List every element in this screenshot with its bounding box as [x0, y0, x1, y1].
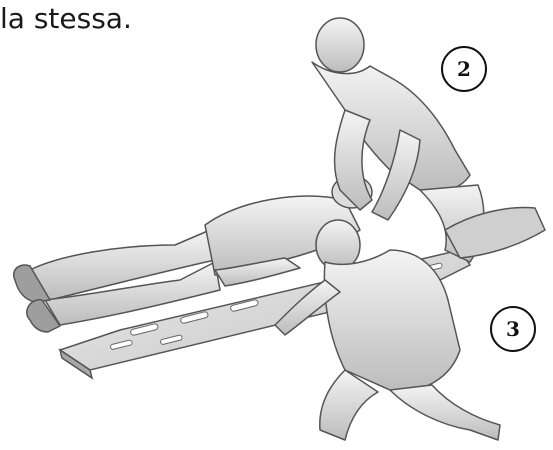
- callout-number-2: 2: [441, 46, 487, 92]
- callout-number-3: 3: [490, 306, 536, 352]
